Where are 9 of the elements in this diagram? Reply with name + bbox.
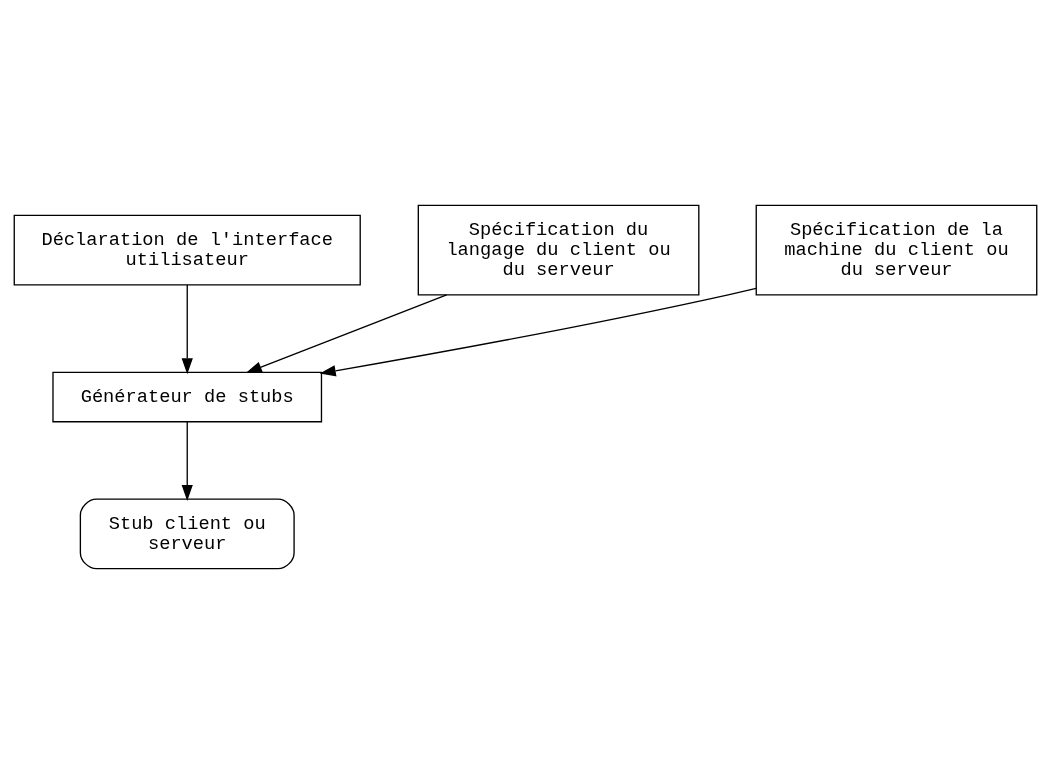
arrow (181, 283, 193, 374)
node-box: Déclaration de l'interface utilisateur (13, 214, 361, 285)
arrow (245, 293, 448, 373)
node-box: Spécification de la machine du client ou du serveur (755, 204, 1038, 295)
arrow (319, 287, 757, 376)
arrow (181, 420, 193, 501)
node-box: Générateur de stubs (52, 371, 323, 422)
node-box: Stub client ou serveur (79, 498, 295, 569)
node-box: Spécification du langage du client ou du serveur (417, 204, 700, 295)
